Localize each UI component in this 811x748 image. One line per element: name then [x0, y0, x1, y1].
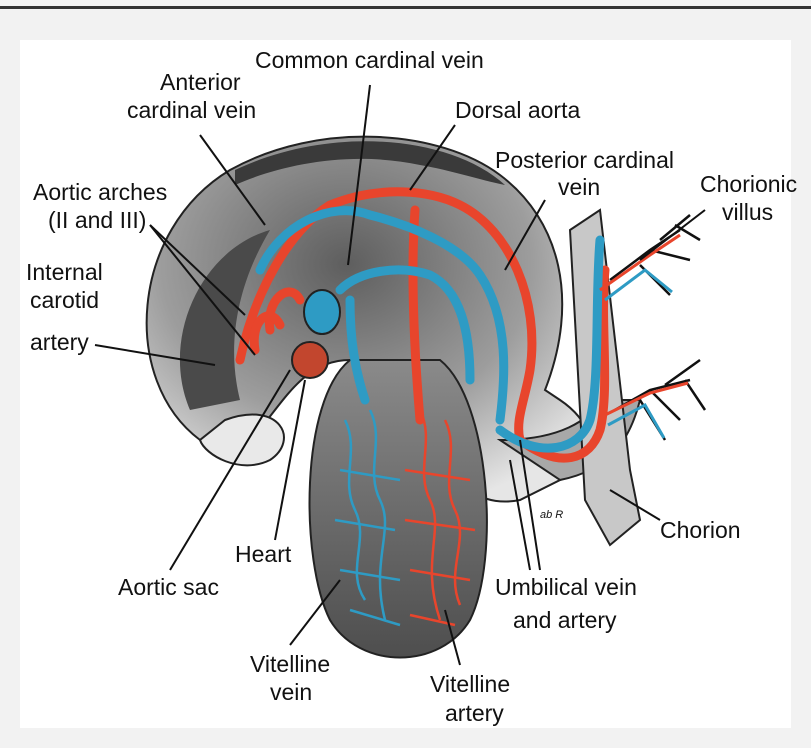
label-vitelline-artery-2: artery — [445, 700, 504, 726]
label-dorsal-aorta: Dorsal aorta — [455, 97, 580, 123]
aortic-sac — [292, 342, 328, 378]
label-umbilical-vein-artery: Umbilical vein — [495, 574, 637, 600]
label-chorionic-villus-2: villus — [722, 199, 773, 225]
label-heart: Heart — [235, 541, 292, 567]
label-anterior-cardinal-vein-2: cardinal vein — [127, 97, 256, 123]
label-aortic-sac: Aortic sac — [118, 574, 219, 600]
label-aortic-arches-2: (II and III) — [48, 207, 146, 233]
label-vitelline-artery: Vitelline — [430, 671, 510, 697]
label-umbilical-vein-artery-2: and artery — [513, 607, 617, 633]
label-chorionic-villus: Chorionic — [700, 171, 797, 197]
label-vitelline-vein-2: vein — [270, 679, 312, 705]
label-posterior-cardinal-vein: Posterior cardinal — [495, 147, 674, 173]
label-chorion: Chorion — [660, 517, 741, 543]
label-internal-carotid-2: carotid — [30, 287, 99, 313]
label-anterior-cardinal-vein: Anterior — [160, 69, 241, 95]
label-vitelline-vein: Vitelline — [250, 651, 330, 677]
label-common-cardinal-vein: Common cardinal vein — [255, 47, 484, 73]
label-internal-carotid: Internal — [26, 259, 103, 285]
artist-signature: ab R — [540, 509, 563, 521]
label-posterior-cardinal-vein-2: vein — [558, 174, 600, 200]
leader-chorionic-villus — [640, 210, 705, 260]
heart — [304, 290, 340, 334]
yolk-sac — [310, 360, 487, 658]
label-internal-carotid-3: artery — [30, 329, 89, 355]
label-aortic-arches: Aortic arches — [33, 179, 167, 205]
